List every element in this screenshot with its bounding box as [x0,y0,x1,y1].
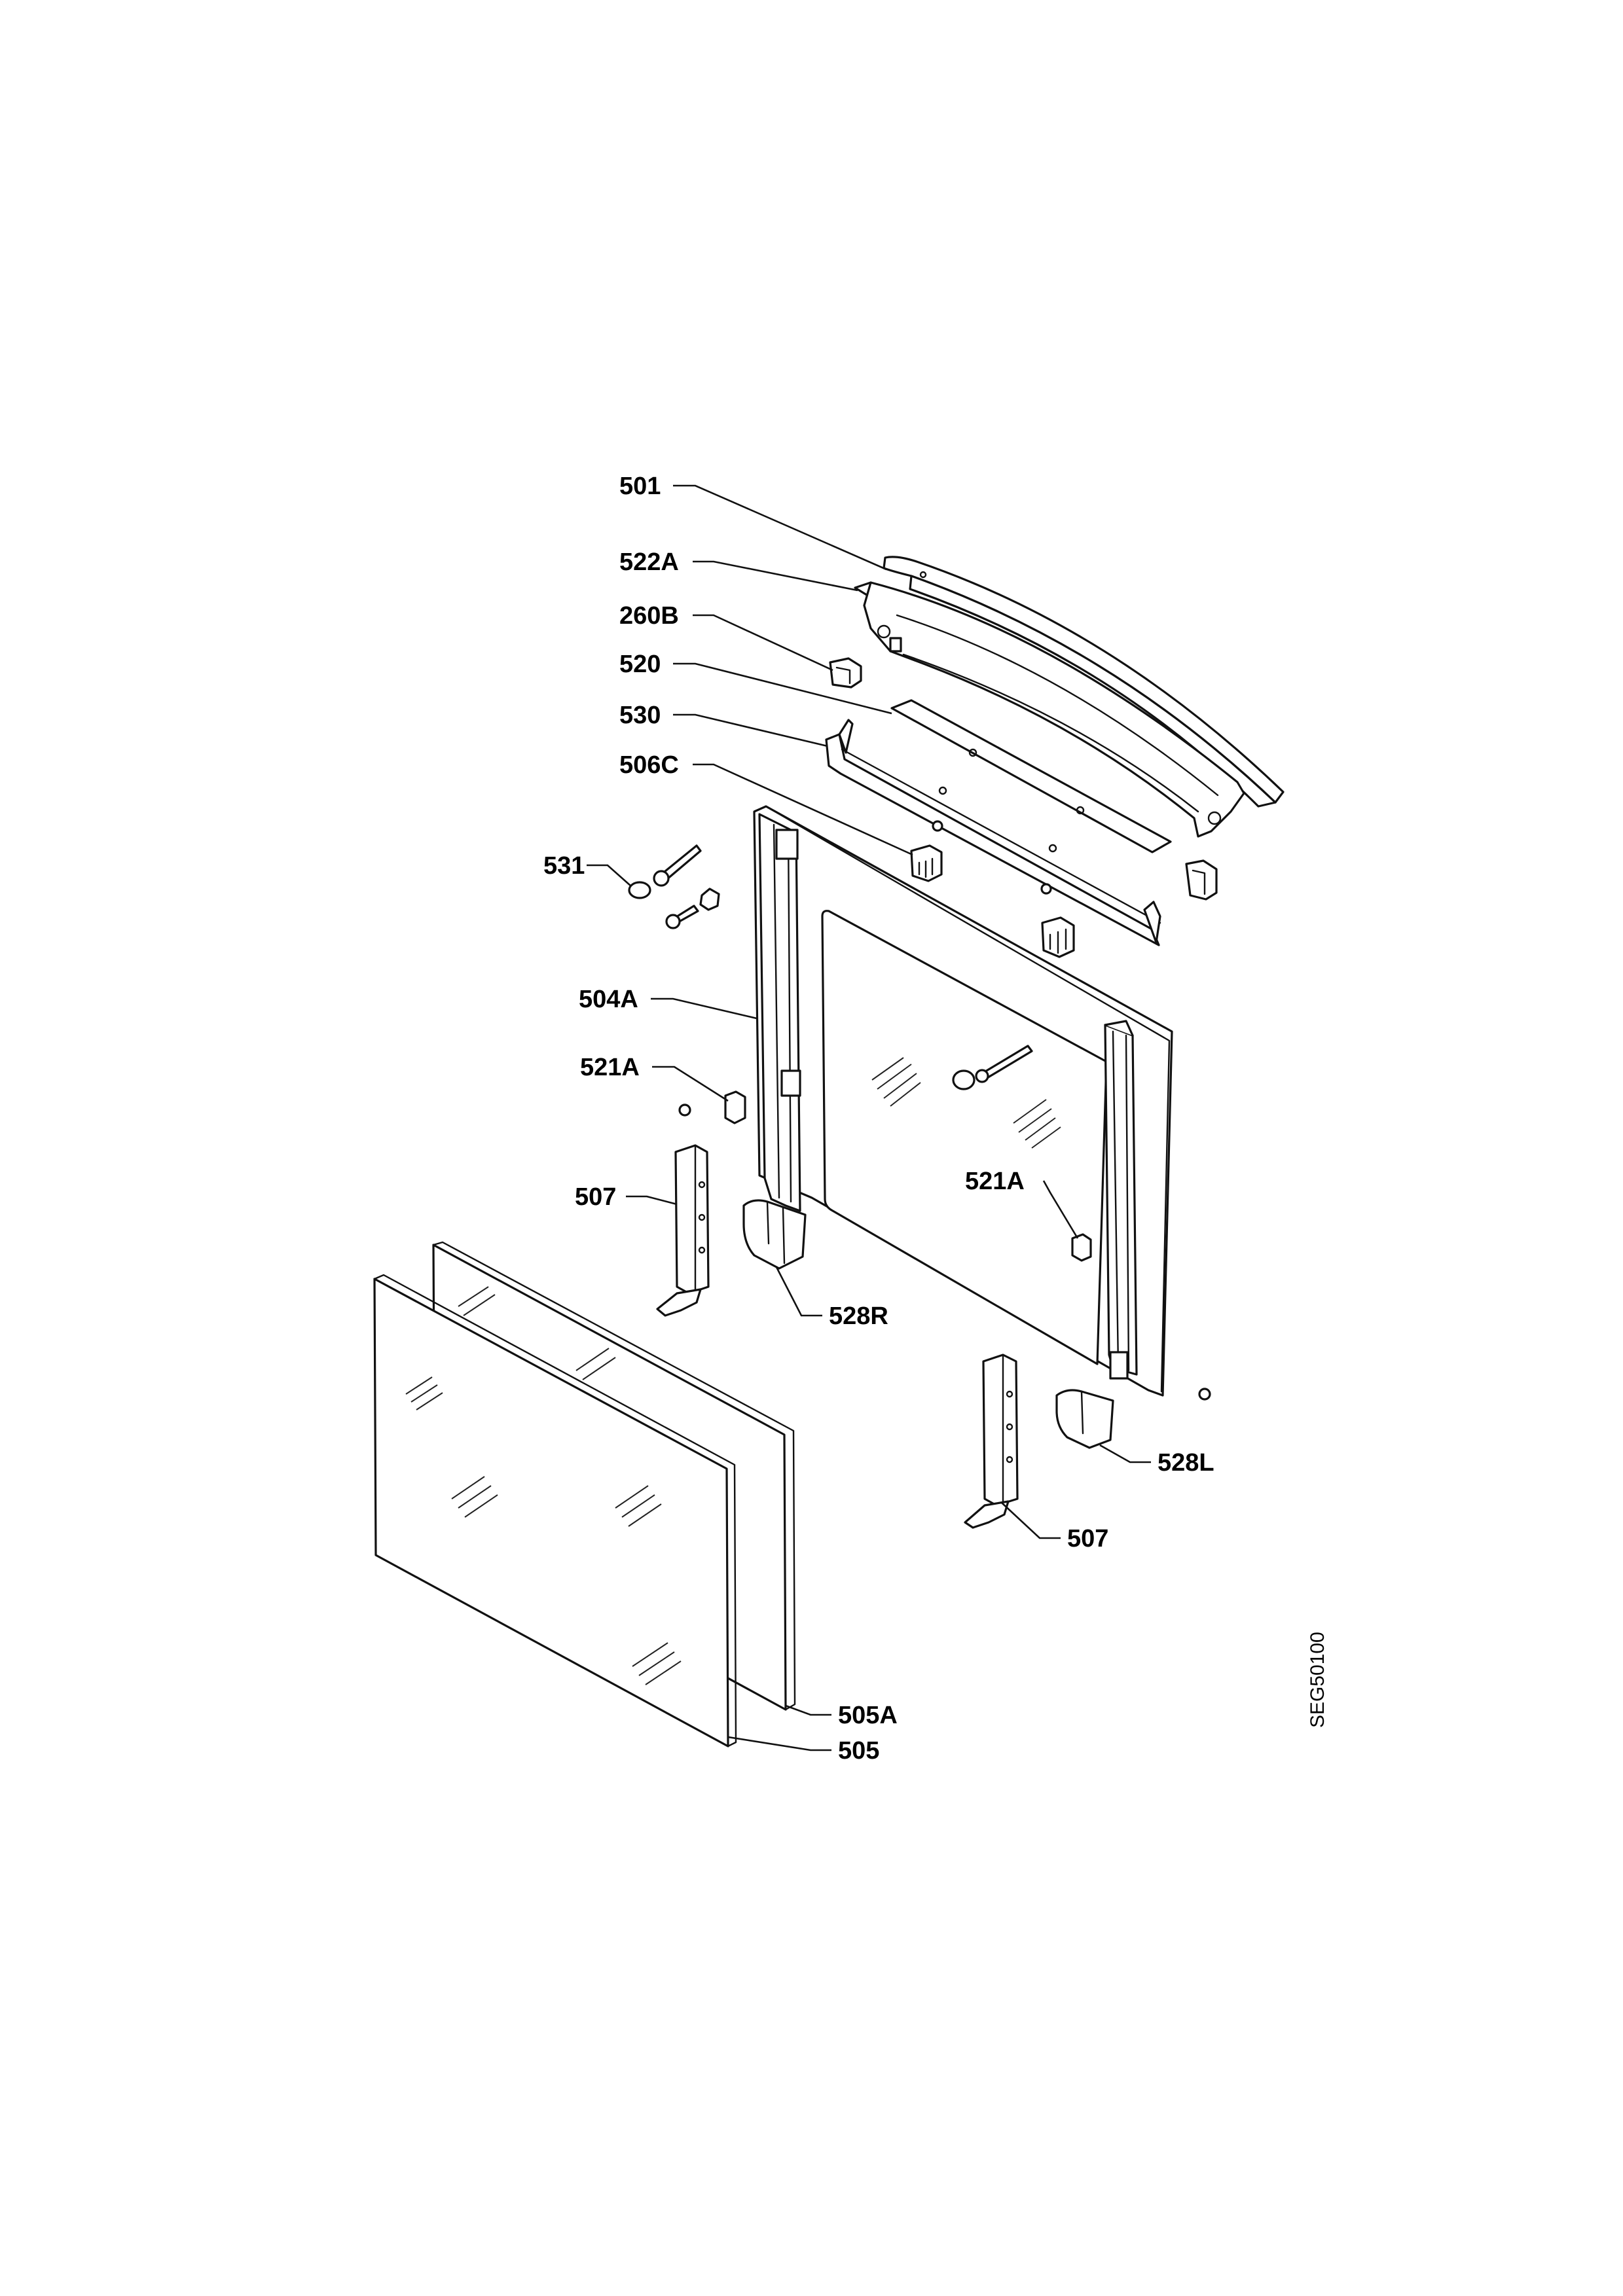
part-528l-hinge-cover [1055,1389,1114,1449]
callout-501: 501 [619,473,661,500]
callout-504a: 504A [579,986,638,1013]
part-520-strip [890,699,1172,853]
part-528r-hinge-cover [742,1199,807,1270]
callout-507-left: 507 [575,1183,616,1211]
callout-530: 530 [619,702,661,729]
callout-506c: 506C [619,751,679,779]
part-260b-clip-right [1185,859,1218,901]
part-522a-top-profile [854,581,1245,838]
callout-505: 505 [838,1737,879,1765]
callout-505a: 505A [838,1702,898,1729]
callout-520: 520 [619,651,661,678]
callout-528r: 528R [829,1302,888,1330]
leader-lines [587,484,1151,1751]
callout-522a: 522A [619,548,679,576]
screw-icon [932,820,1052,895]
part-506c-clip-left [910,844,943,882]
part-507-hinge-right [964,1354,1019,1529]
part-506c-clip-right [1041,916,1075,958]
screw-icon [1198,1388,1211,1401]
part-531-screw-set [628,844,720,929]
callout-521a-left: 521A [580,1054,640,1081]
part-521a-bracket-left [678,1090,746,1124]
callout-260b: 260B [619,602,679,630]
callout-labels: 501 522A 260B 520 530 506C 531 504A 521A… [543,473,1214,1765]
part-507-hinge-left [656,1144,710,1317]
part-530-rail [825,719,1161,946]
callout-528l: 528L [1158,1449,1214,1477]
part-521a-bracket-right [1071,1233,1092,1262]
callout-507-right: 507 [1067,1525,1108,1552]
part-260b-clip-left [829,657,862,689]
part-504a-door-frame [753,805,1173,1397]
callout-521a-right: 521A [965,1168,1025,1195]
diagram-code: SEG50100 [1307,1632,1328,1728]
part-505-outer-glass [373,1274,737,1748]
callout-531: 531 [543,852,585,880]
